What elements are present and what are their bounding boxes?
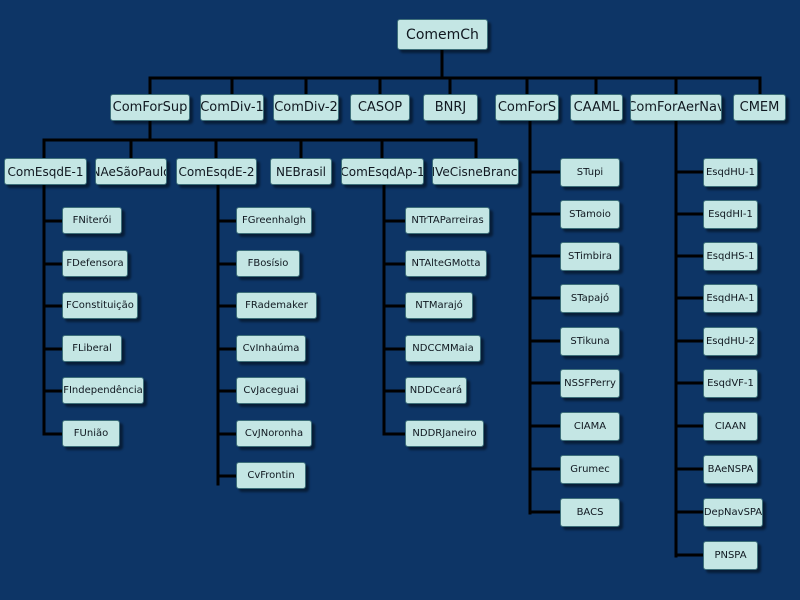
node-esqdhs-1[interactable]: EsqdHS-1 — [703, 242, 758, 271]
node-findependencia[interactable]: FIndependência — [62, 377, 144, 404]
node-comdiv-2[interactable]: ComDiv-2 — [273, 94, 339, 121]
node-fliberal[interactable]: FLiberal — [62, 335, 122, 362]
node-stupi[interactable]: STupi — [560, 158, 620, 187]
node-grumec[interactable]: Grumec — [560, 455, 620, 484]
node-comforsup[interactable]: ComForSup — [110, 94, 190, 121]
node-fniteroi[interactable]: FNiterói — [62, 207, 122, 234]
node-ciaan[interactable]: CIAAN — [703, 412, 758, 441]
node-funiao[interactable]: FUnião — [62, 420, 120, 447]
node-nvecisnebranco[interactable]: NVeCisneBranco — [432, 158, 519, 185]
node-depnavspa[interactable]: DepNavSPA — [703, 498, 763, 527]
node-ntrtaparreiras[interactable]: NTrTAParreiras — [405, 207, 490, 234]
node-cmem[interactable]: CMEM — [733, 94, 786, 121]
node-fgreenhalgh[interactable]: FGreenhalgh — [236, 207, 312, 234]
node-bnrj[interactable]: BNRJ — [423, 94, 478, 121]
node-fconstituicao[interactable]: FConstituição — [62, 292, 138, 319]
node-frademaker[interactable]: FRademaker — [236, 292, 317, 319]
node-stimbira[interactable]: STimbira — [560, 242, 620, 271]
node-comforaernav[interactable]: ComForAerNav — [630, 94, 722, 121]
node-comesqdap-1[interactable]: ComEsqdAp-1 — [341, 158, 424, 185]
node-cvinhauma[interactable]: CvInhaúma — [236, 335, 306, 362]
node-nddrjaneiro[interactable]: NDDRJaneiro — [405, 420, 484, 447]
node-ciama[interactable]: CIAMA — [560, 412, 620, 441]
node-ntmarajo[interactable]: NTMarajó — [405, 292, 473, 319]
node-esqdha-1[interactable]: EsqdHA-1 — [703, 284, 758, 313]
node-nssfperry[interactable]: NSSFPerry — [560, 369, 620, 398]
node-nddccmmaia[interactable]: NDCCMMaia — [405, 335, 481, 362]
node-esqdhu-1[interactable]: EsqdHU-1 — [703, 158, 758, 187]
node-esqdhu-2[interactable]: EsqdHU-2 — [703, 327, 758, 356]
node-esqdvf-1[interactable]: EsqdVF-1 — [703, 369, 758, 398]
node-caaml[interactable]: CAAML — [570, 94, 623, 121]
node-naesaopaulo[interactable]: NAeSãoPaulo — [95, 158, 167, 185]
node-casop[interactable]: CASOP — [350, 94, 410, 121]
node-stapajo[interactable]: STapajó — [560, 284, 620, 313]
node-comemch[interactable]: ComemCh — [397, 19, 488, 50]
node-nddceara[interactable]: NDDCeará — [405, 377, 467, 404]
node-comfors[interactable]: ComForS — [495, 94, 559, 121]
node-cvjaceguai[interactable]: CvJaceguai — [236, 377, 306, 404]
node-comesqde-2[interactable]: ComEsqdE-2 — [176, 158, 257, 185]
node-bacs[interactable]: BACS — [560, 498, 620, 527]
node-stamoio[interactable]: STamoio — [560, 200, 620, 229]
node-cvjnoronha[interactable]: CvJNoronha — [236, 420, 312, 447]
node-cvfrontin[interactable]: CvFrontin — [236, 462, 306, 489]
node-baenspa[interactable]: BAeNSPA — [703, 455, 758, 484]
node-pnspa[interactable]: PNSPA — [703, 541, 758, 570]
node-nebrasil[interactable]: NEBrasil — [270, 158, 332, 185]
node-comesqde-1[interactable]: ComEsqdE-1 — [4, 158, 87, 185]
node-esqdhi-1[interactable]: EsqdHI-1 — [703, 200, 758, 229]
node-fbosisio[interactable]: FBosísio — [236, 250, 300, 277]
node-comdiv-1[interactable]: ComDiv-1 — [200, 94, 264, 121]
node-stikuna[interactable]: STikuna — [560, 327, 620, 356]
node-fdefensora[interactable]: FDefensora — [62, 250, 128, 277]
node-ntaltegmotta[interactable]: NTAlteGMotta — [405, 250, 487, 277]
